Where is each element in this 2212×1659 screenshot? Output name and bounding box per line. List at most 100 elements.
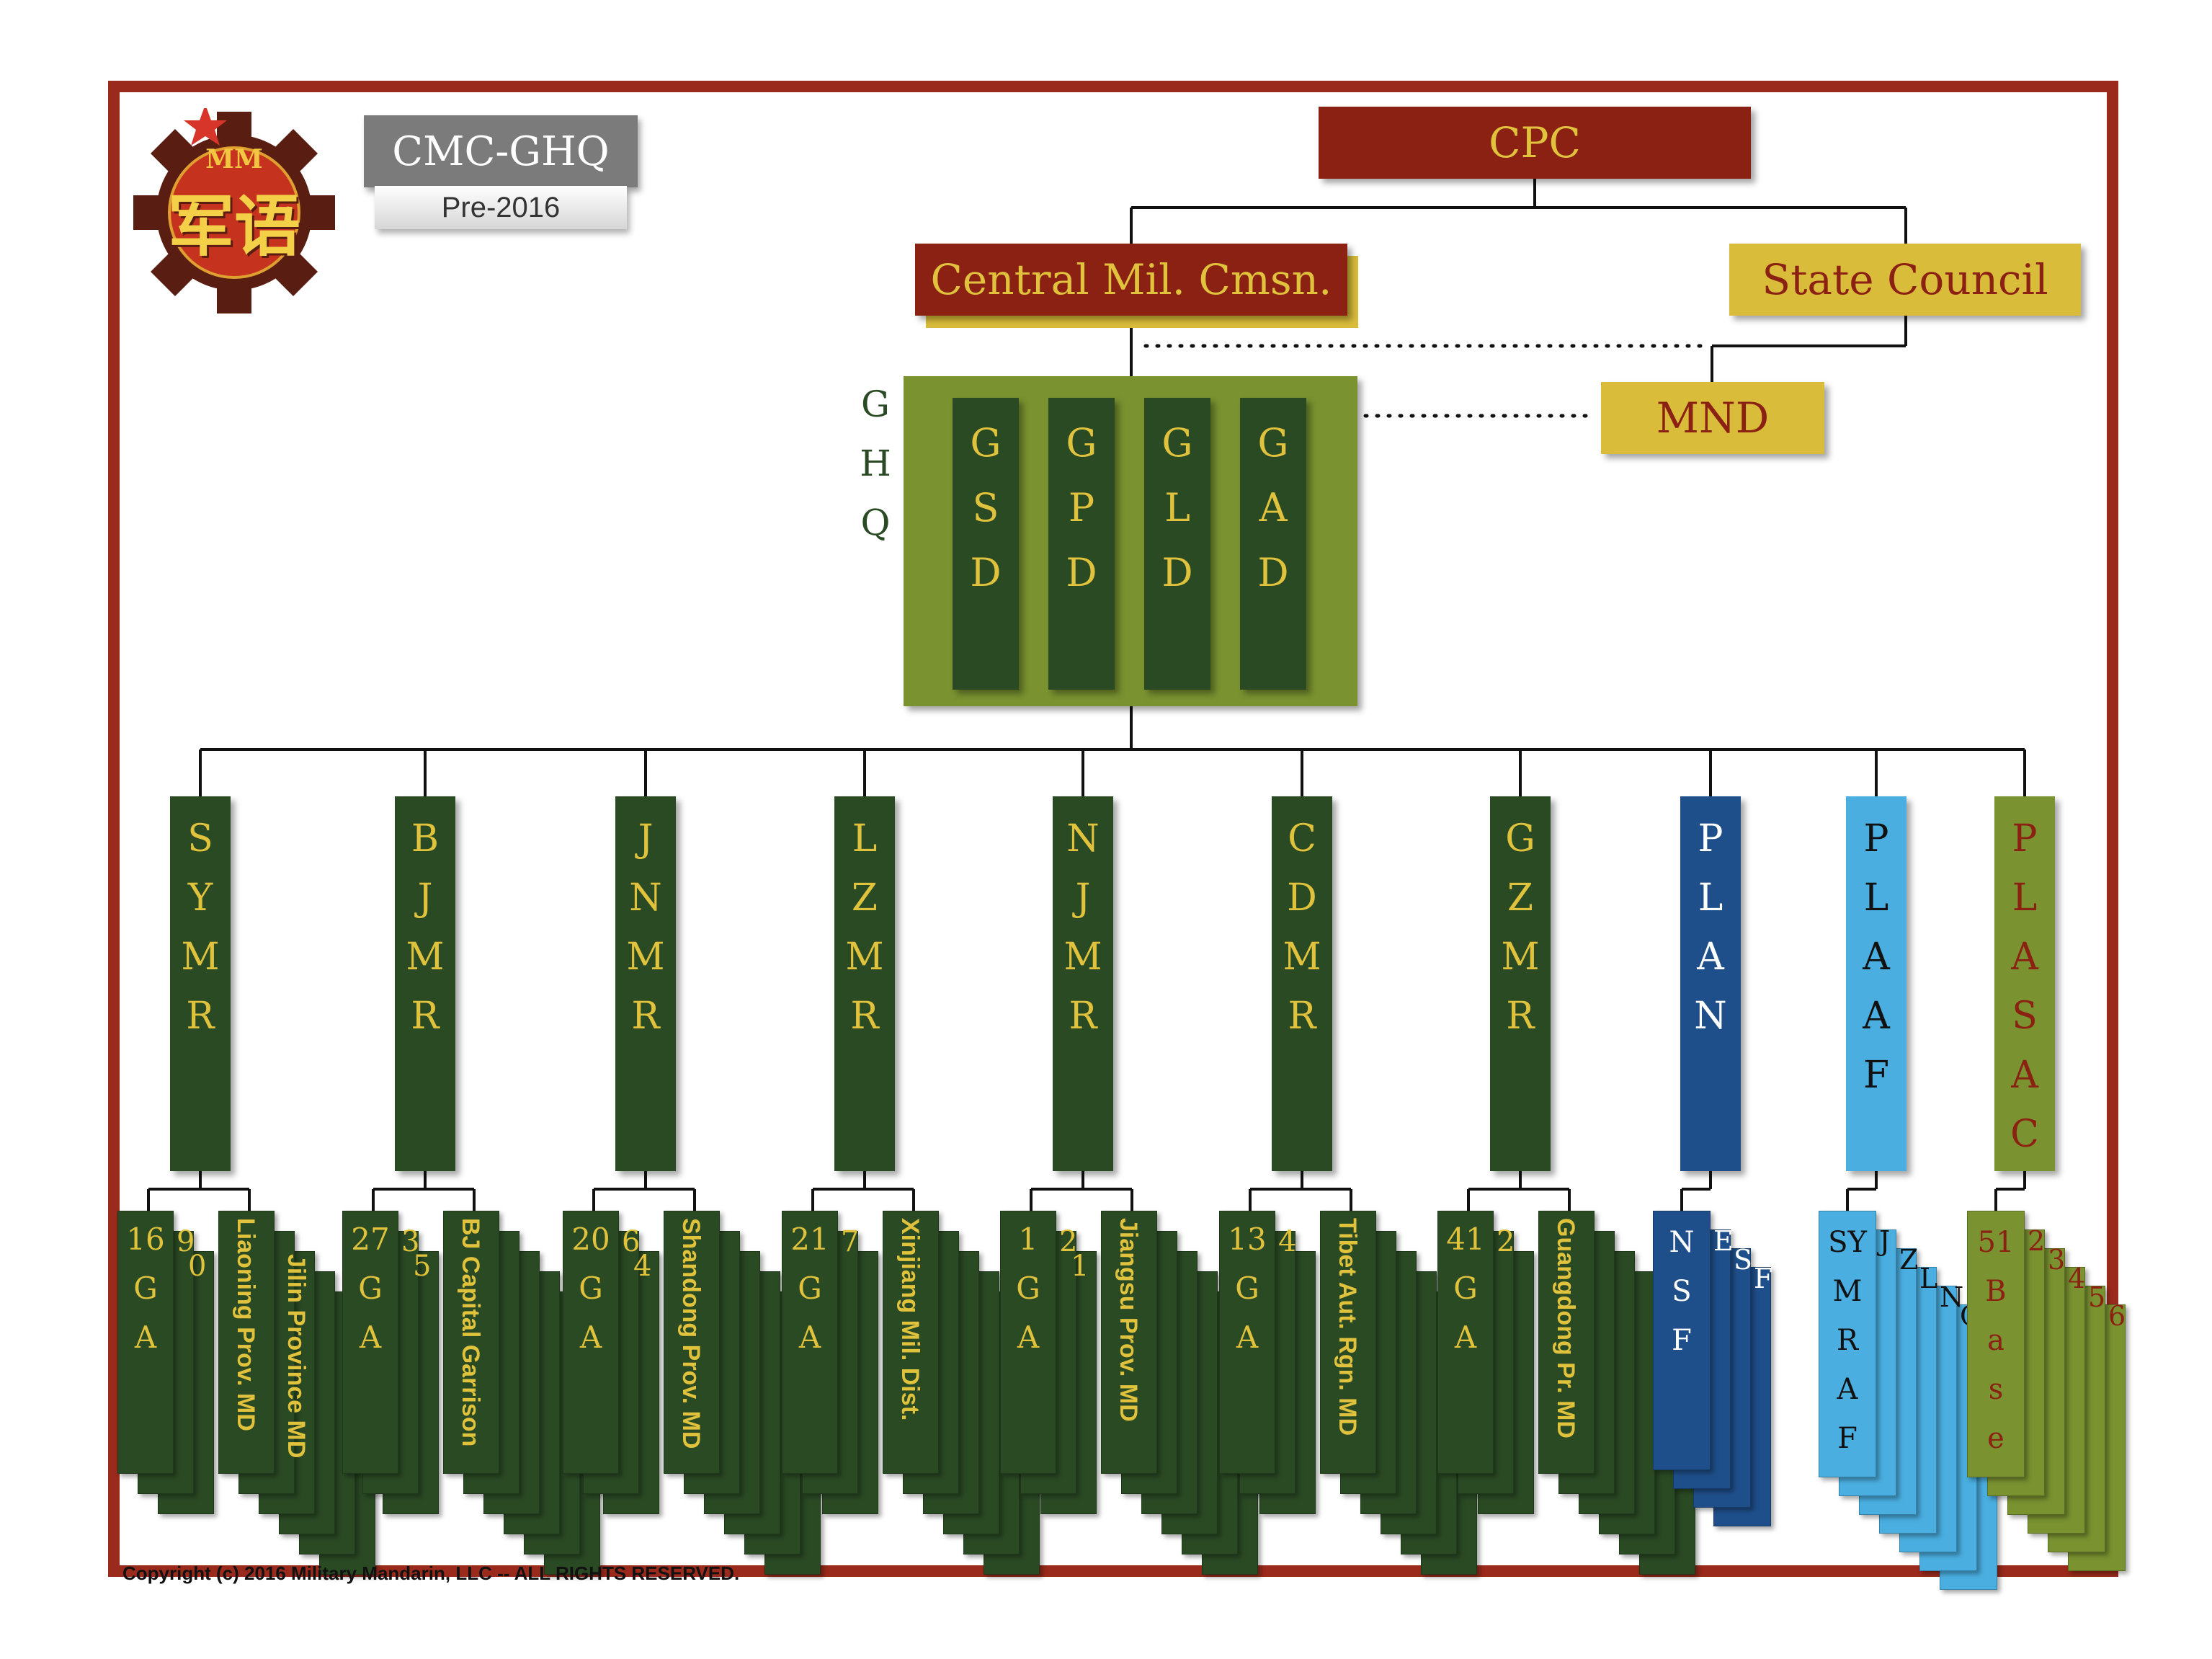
- sub-card: [1000, 1211, 1056, 1474]
- peek-label: E: [1713, 1225, 1734, 1257]
- letter: A: [1863, 995, 1890, 1038]
- sub-right-label: Tibet Aut. Rgn. MD: [1334, 1218, 1361, 1436]
- letter: S: [2012, 995, 2038, 1038]
- sub-card: [117, 1211, 174, 1474]
- letter: 21: [790, 1222, 829, 1257]
- letter: N: [1669, 1226, 1695, 1259]
- sub-card: [1101, 1211, 1157, 1474]
- letter: M: [626, 935, 665, 979]
- letter: M: [1501, 935, 1540, 979]
- sub-card: [782, 1211, 838, 1474]
- letter: M: [1283, 935, 1321, 979]
- letter: R: [850, 995, 879, 1038]
- letter: J: [417, 876, 433, 920]
- letter: 41: [1446, 1222, 1485, 1257]
- sub-card: [1538, 1211, 1595, 1474]
- peek-label: 5: [2088, 1281, 2106, 1313]
- letter: A: [359, 1320, 382, 1355]
- letter: R: [411, 995, 440, 1038]
- letter: A: [798, 1320, 821, 1355]
- letter: R: [1069, 995, 1097, 1038]
- letter: A: [1017, 1320, 1040, 1355]
- letter: J: [638, 817, 654, 860]
- letter: Q: [860, 502, 891, 543]
- sub-card: [218, 1211, 275, 1474]
- letter: H: [860, 442, 891, 484]
- state-council-box: State Council: [1729, 244, 2081, 316]
- peek-label: J: [1879, 1225, 1891, 1257]
- letter: G: [861, 383, 890, 425]
- letter: A: [1697, 935, 1724, 979]
- page-subtitle: Pre-2016: [375, 186, 627, 229]
- letter: M: [1063, 935, 1102, 979]
- peek-label: 4: [2068, 1263, 2086, 1294]
- letter: G: [970, 420, 1002, 466]
- peek-right-label: Jilin Province MD: [282, 1254, 310, 1459]
- letter: D: [1161, 550, 1193, 595]
- sub-right-label: Guangdong Pr. MD: [1552, 1218, 1579, 1438]
- sub-right-label: BJ Capital Garrison: [457, 1218, 484, 1447]
- letter: B: [1985, 1275, 2007, 1308]
- letter: N: [629, 876, 662, 920]
- sub-right-label: Jiangsu Prov. MD: [1115, 1218, 1142, 1422]
- copyright-text: Copyright (c) 2016 Military Mandarin, LL…: [122, 1562, 740, 1584]
- letter: L: [1863, 876, 1889, 920]
- peek-label: 9: [177, 1225, 195, 1258]
- peek-label: 6: [622, 1225, 641, 1258]
- sub-card: [342, 1211, 398, 1474]
- letter: P: [1068, 485, 1095, 530]
- sub-card: [1320, 1211, 1376, 1474]
- cpc-box: CPC: [1319, 107, 1751, 179]
- letter: A: [2011, 935, 2038, 979]
- letter: A: [1236, 1320, 1259, 1355]
- letter: Z: [1507, 876, 1534, 920]
- peek-label: 4: [1278, 1225, 1297, 1258]
- letter: 51: [1977, 1226, 2015, 1259]
- letter: 1: [1018, 1222, 1038, 1257]
- peek-label: 1: [1071, 1250, 1089, 1283]
- peek-label: S: [1734, 1244, 1753, 1276]
- letter: G: [1505, 817, 1535, 860]
- letter: 16: [126, 1222, 165, 1257]
- peek-label: 2: [1059, 1225, 1078, 1258]
- letter: G: [1235, 1271, 1259, 1306]
- letter: L: [1164, 485, 1190, 530]
- letter: e: [1987, 1422, 2004, 1455]
- peek-label: 3: [2048, 1244, 2066, 1276]
- letter: Z: [851, 876, 878, 920]
- sub-right-label: Liaoning Prov. MD: [232, 1218, 259, 1431]
- letter: s: [1988, 1373, 2004, 1406]
- letter: 27: [351, 1222, 390, 1257]
- peek-label: Z: [1899, 1244, 1919, 1276]
- letter: R: [186, 995, 215, 1038]
- letter: G: [133, 1271, 158, 1306]
- letter: G: [1016, 1271, 1040, 1306]
- letter: J: [1075, 876, 1091, 920]
- peek-label: 4: [633, 1250, 652, 1283]
- letter: R: [1836, 1324, 1859, 1357]
- letter: A: [1837, 1373, 1858, 1406]
- peek-label: 3: [401, 1225, 420, 1258]
- letter: R: [631, 995, 660, 1038]
- logo-chars: 军语: [167, 188, 300, 265]
- sub-card: [883, 1211, 939, 1474]
- letter: SY: [1828, 1226, 1867, 1259]
- letter: F: [1837, 1422, 1858, 1455]
- sub-card: [664, 1211, 720, 1474]
- peek-label: 5: [413, 1250, 432, 1283]
